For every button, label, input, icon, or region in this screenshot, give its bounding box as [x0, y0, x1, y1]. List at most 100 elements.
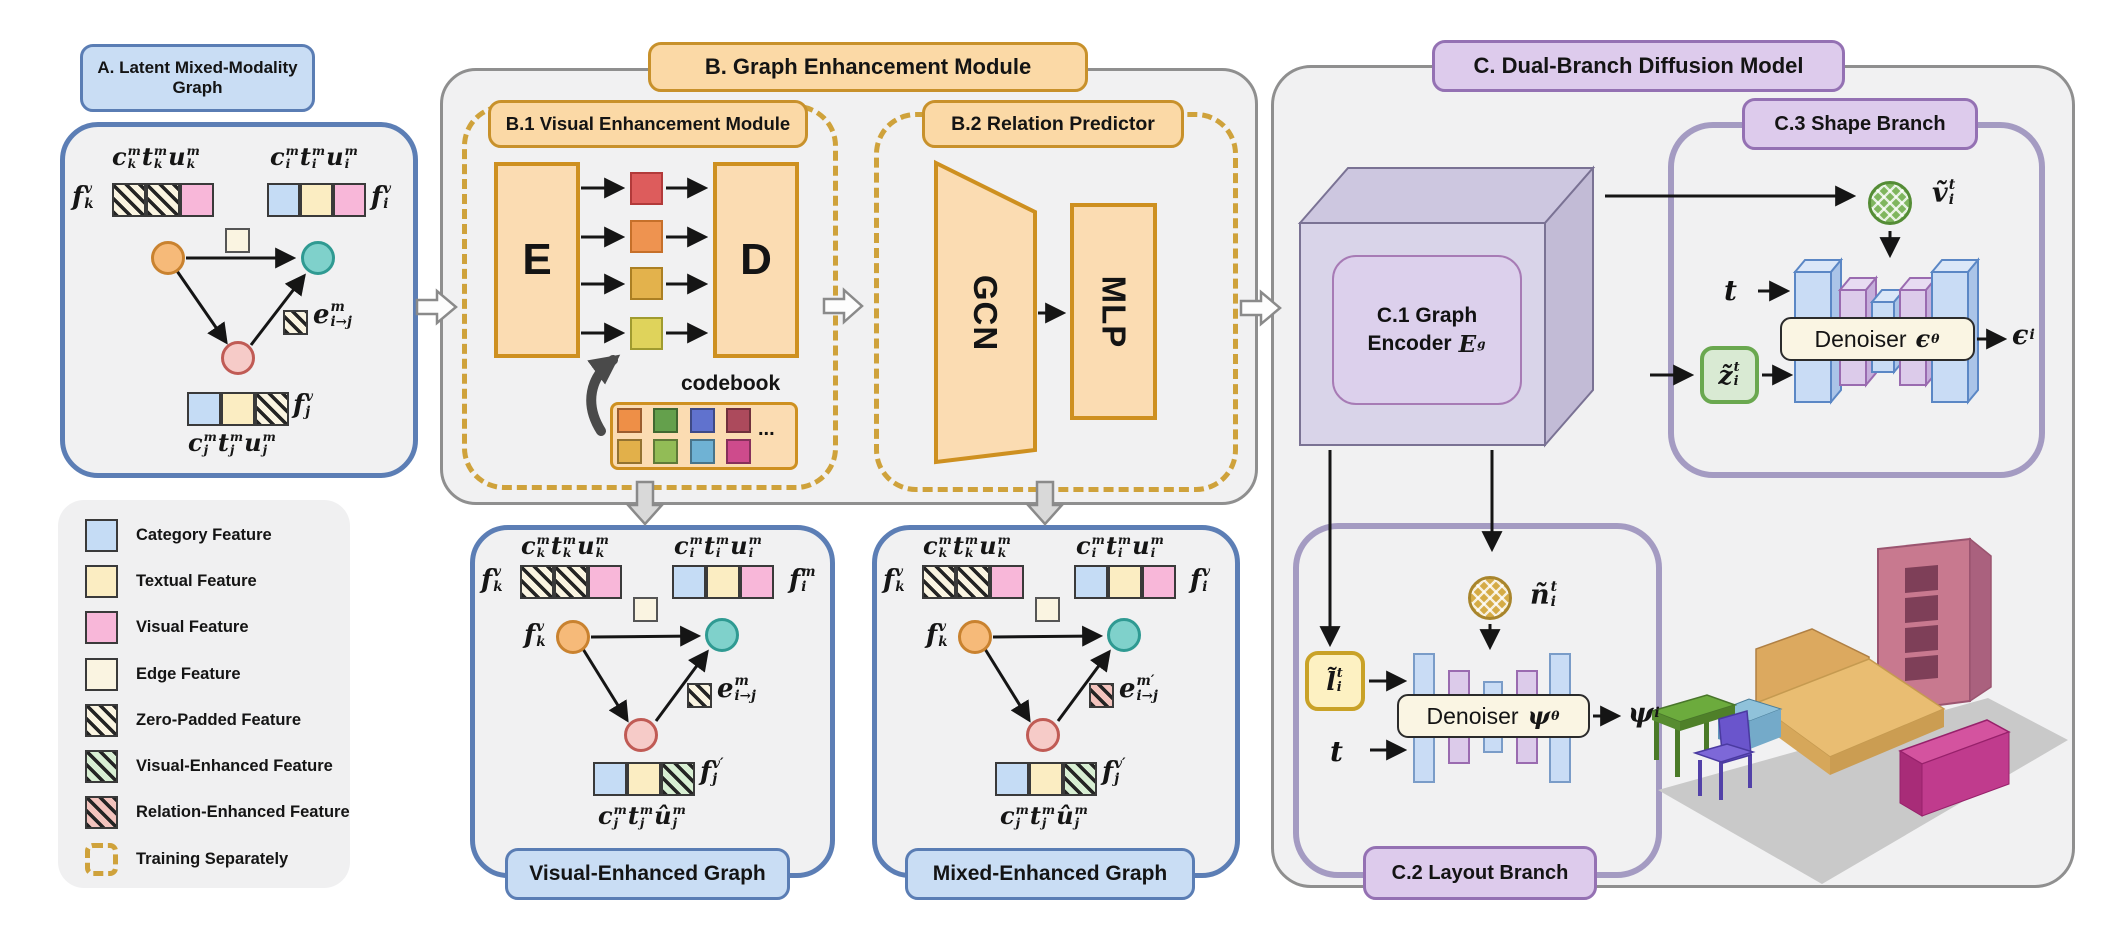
decoder-letter: D — [740, 235, 772, 284]
graph-node-orange — [556, 620, 590, 654]
graph-node-teal — [1107, 618, 1141, 652]
legend-item: Zero-Padded Feature — [85, 704, 301, 737]
decoder-box — [713, 162, 799, 358]
feature-sq-visual — [333, 183, 366, 217]
legend-box — [58, 500, 350, 888]
feature-sq-category — [1074, 565, 1108, 599]
edge-feature-square — [225, 228, 250, 253]
feature-sq-category — [267, 183, 300, 217]
legend-item: Training Separately — [85, 843, 288, 876]
feature-sq-visual — [588, 565, 622, 599]
graph-node-orange — [958, 620, 992, 654]
visual-enhanced-graph-label: Visual-Enhanced Graph — [505, 848, 790, 900]
section-b-header-label: B. Graph Enhancement Module — [704, 54, 1032, 80]
graph-node-pink — [624, 718, 658, 752]
legend-swatch-edge — [85, 658, 118, 691]
feature-sq-visual — [740, 565, 774, 599]
legend-label: Visual Feature — [136, 618, 249, 636]
feature-sq-zero — [922, 565, 956, 599]
feature-sq-textual — [627, 762, 661, 796]
feature-sq-category — [672, 565, 706, 599]
legend-label: Category Feature — [136, 526, 272, 544]
legend-label: Visual-Enhanced Feature — [136, 757, 333, 775]
feature-sq-zero — [146, 183, 180, 217]
c3-header: C.3 Shape Branch — [1742, 98, 1978, 150]
b1-header-label: B.1 Visual Enhancement Module — [505, 113, 791, 135]
b2-header-label: B.2 Relation Predictor — [951, 112, 1155, 135]
legend-label: Zero-Padded Feature — [136, 711, 302, 729]
legend-swatch-relation-enhanced — [85, 796, 118, 829]
feature-sq-textual — [300, 183, 333, 217]
timestep-label: t — [1724, 274, 1737, 307]
legend-label: Training Separately — [136, 850, 289, 868]
denoiser-label: Denoiser — [1426, 702, 1519, 729]
graph-node-pink — [221, 341, 255, 375]
latent-token-yellow — [630, 317, 663, 350]
feature-sq-category — [187, 392, 221, 426]
legend-label: Edge Feature — [136, 665, 241, 683]
edge-feature-hatched — [687, 683, 712, 708]
denoiser-label: Denoiser — [1814, 325, 1907, 352]
feature-sq-textual — [221, 392, 255, 426]
legend-item: Edge Feature — [85, 658, 241, 691]
graph-node-orange — [151, 241, 185, 275]
graph-node-teal — [301, 241, 335, 275]
codebook-entry — [653, 408, 678, 433]
c1-label-line1: C.1 Graph — [1376, 304, 1478, 327]
feature-sq-zero — [520, 565, 554, 599]
c2-header: C.2 Layout Branch — [1363, 846, 1597, 900]
feature-sq-visual — [1142, 565, 1176, 599]
feature-sq-zero — [112, 183, 146, 217]
noised-shape-latent-icon — [1868, 181, 1912, 225]
section-c-header-label: C. Dual-Branch Diffusion Model — [1473, 53, 1804, 79]
feature-sq-zero — [255, 392, 289, 426]
legend-label: Textual Feature — [136, 572, 257, 590]
latent-token-red — [630, 172, 663, 205]
legend-swatch-category — [85, 519, 118, 552]
legend-swatch-training-separately — [85, 843, 118, 876]
mlp-box — [1070, 203, 1157, 420]
legend-item: Visual Feature — [85, 611, 249, 644]
edge-feature-relation-enhanced — [1089, 683, 1114, 708]
codebook-label: codebook — [681, 372, 781, 395]
legend-item: Relation-Enhanced Feature — [85, 796, 350, 829]
legend-label: Relation-Enhanced Feature — [136, 803, 350, 821]
legend-swatch-zero-padded — [85, 704, 118, 737]
legend-swatch-visual-enhanced — [85, 750, 118, 783]
encoder-letter: E — [522, 235, 552, 284]
feature-sq-visual-enhanced — [661, 762, 695, 796]
graph-node-pink — [1026, 718, 1060, 752]
legend-item: Textual Feature — [85, 565, 257, 598]
feature-sq-textual — [1108, 565, 1142, 599]
codebook-entry — [690, 439, 715, 464]
graph-node-teal — [705, 618, 739, 652]
